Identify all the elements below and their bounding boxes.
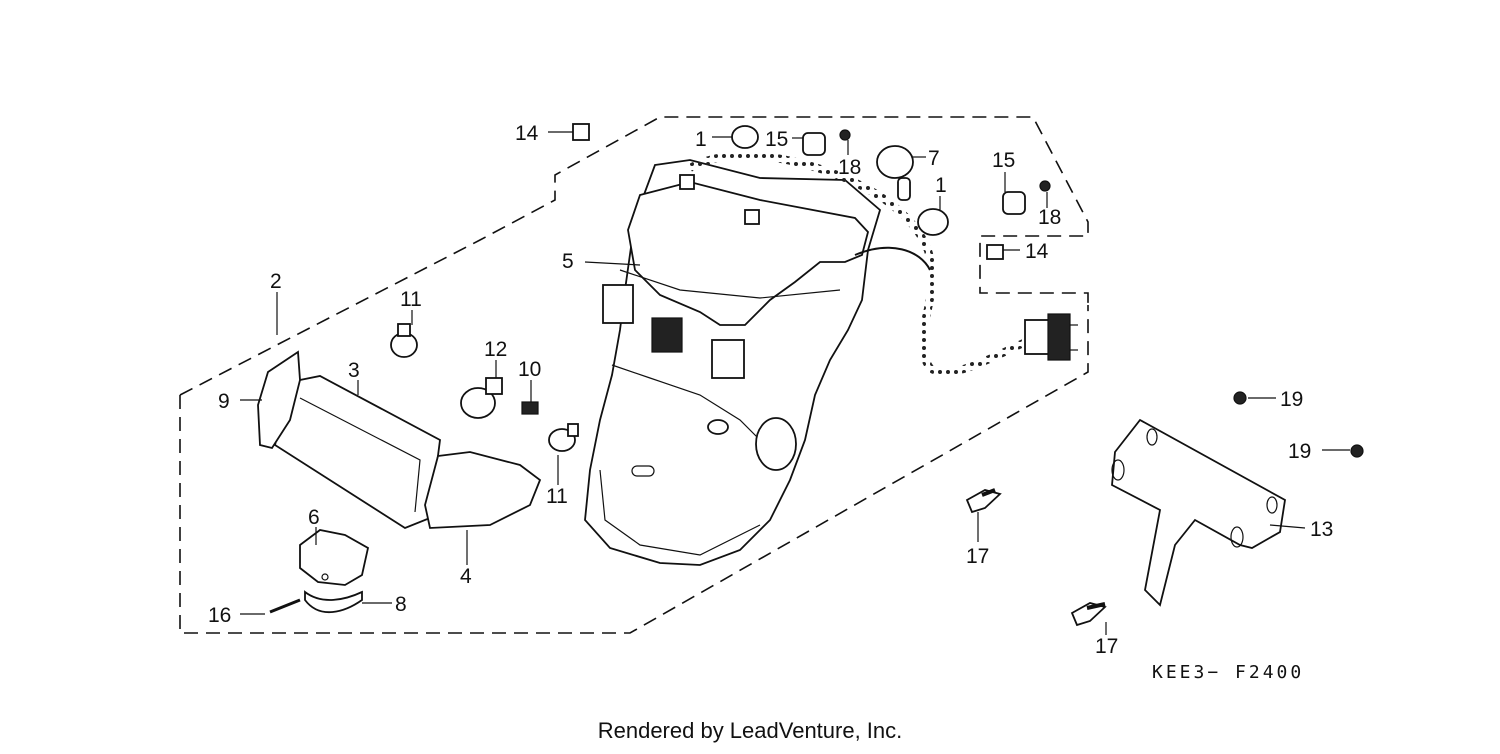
callout-17a: 17 — [966, 545, 989, 568]
callout-6: 6 — [308, 506, 320, 529]
bulbs — [390, 323, 579, 452]
callout-18b: 18 — [1038, 206, 1061, 229]
callout-18a: 18 — [838, 156, 861, 179]
callout-2: 2 — [270, 270, 282, 293]
callout-13: 13 — [1310, 518, 1333, 541]
render-credit: Rendered by LeadVenture, Inc. — [598, 718, 903, 743]
callout-8: 8 — [395, 593, 407, 616]
small-hardware — [269, 123, 1364, 627]
callout-14a: 14 — [515, 122, 539, 145]
wire-harness — [688, 151, 1078, 377]
callout-labels: 14 1 15 18 7 15 1 18 14 5 2 11 12 3 10 9… — [208, 122, 1333, 683]
callout-17b: 17 — [1095, 635, 1118, 658]
callout-11a: 11 — [400, 288, 422, 311]
callout-16: 16 — [208, 604, 231, 627]
callout-5: 5 — [562, 250, 574, 273]
callout-3: 3 — [348, 359, 360, 382]
callout-15b: 15 — [992, 149, 1015, 172]
tail-light-housing — [584, 159, 882, 566]
callout-12: 12 — [484, 338, 507, 361]
callout-9: 9 — [218, 390, 230, 413]
callout-15a: 15 — [765, 128, 788, 151]
turn-signal-lens — [424, 451, 542, 529]
callout-14b: 14 — [1025, 240, 1049, 263]
callout-19a: 19 — [1280, 388, 1303, 411]
callout-1b: 1 — [935, 174, 947, 197]
tail-lens — [273, 375, 441, 530]
reflector — [257, 350, 301, 450]
diagram-code: KEE3− F2400 — [1152, 662, 1304, 683]
callout-11b: 11 — [546, 485, 568, 508]
assembly-boundary — [179, 116, 1089, 634]
cover-and-bracket — [299, 529, 370, 614]
leader-lines — [240, 131, 1350, 635]
callout-1a: 1 — [695, 128, 707, 151]
callout-19b: 19 — [1288, 440, 1311, 463]
license-bracket — [1111, 418, 1286, 607]
callout-7: 7 — [928, 147, 940, 170]
callout-4: 4 — [460, 565, 472, 588]
callout-10: 10 — [518, 358, 541, 381]
